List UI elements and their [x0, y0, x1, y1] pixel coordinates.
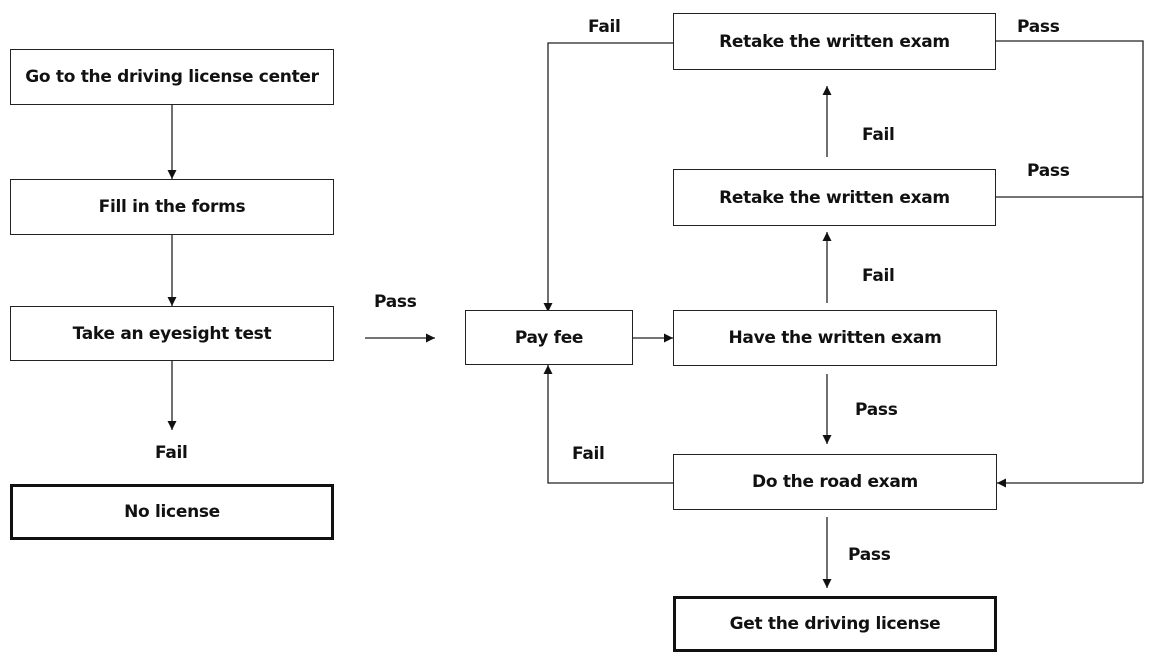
node-retake-exam-middle: Retake the written exam — [673, 169, 996, 226]
node-written-exam: Have the written exam — [673, 310, 997, 366]
line-retake1-pass — [996, 40, 1144, 483]
label-retake2-pass: Pass — [1027, 161, 1070, 181]
node-get-license: Get the driving license — [673, 596, 997, 652]
label-retake2-fail: Fail — [862, 125, 895, 145]
node-fill-forms: Fill in the forms — [10, 179, 334, 235]
label-retake1-fail: Fail — [588, 17, 621, 37]
label-eyesight-pass: Pass — [374, 292, 417, 312]
label-road-fail: Fail — [572, 444, 605, 464]
label-written-fail: Fail — [862, 266, 895, 286]
label-eyesight-fail: Fail — [155, 443, 188, 463]
node-road-exam: Do the road exam — [673, 454, 997, 510]
node-no-license: No license — [10, 484, 334, 540]
arrow-road-fail — [543, 365, 673, 484]
label-retake1-pass: Pass — [1017, 17, 1060, 37]
label-written-pass: Pass — [855, 400, 898, 420]
node-pay-fee: Pay fee — [465, 310, 633, 365]
node-retake-exam-top: Retake the written exam — [673, 13, 996, 70]
arrow-retake1-fail — [543, 42, 673, 312]
label-road-pass: Pass — [848, 545, 891, 565]
node-go-center: Go to the driving license center — [10, 49, 334, 105]
node-eyesight-test: Take an eyesight test — [10, 306, 334, 361]
